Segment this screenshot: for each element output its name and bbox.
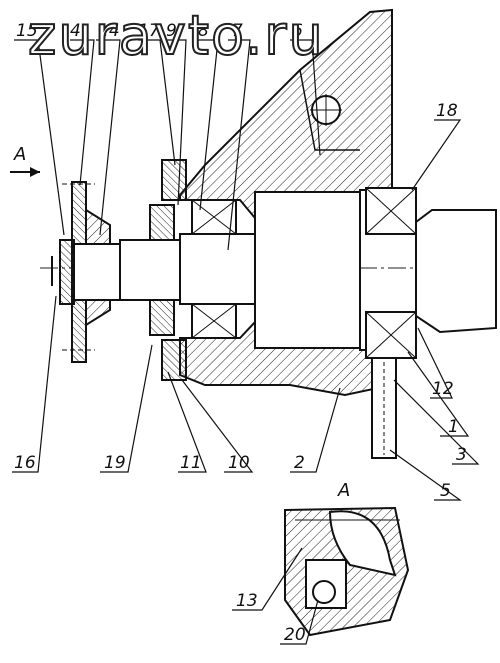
callout-8-upper: 8	[198, 21, 209, 41]
shaft	[51, 191, 361, 349]
right-bearing-top	[365, 187, 417, 235]
impeller	[415, 209, 497, 334]
leader-lines	[12, 39, 480, 645]
callout-19: 19	[104, 453, 126, 473]
left-bearing-top	[191, 199, 237, 235]
callout-1: 1	[448, 417, 459, 437]
callout-2: 2	[294, 453, 305, 473]
callout-9: 9	[166, 21, 177, 41]
callout-17: 17	[138, 21, 160, 41]
pump-housing	[179, 8, 393, 397]
detail-view-a: A	[284, 480, 410, 637]
callout-20: 20	[284, 625, 306, 645]
callout-15: 15	[16, 21, 38, 41]
callout-10: 10	[228, 453, 250, 473]
callout-18: 18	[436, 101, 458, 121]
callout-5: 5	[440, 481, 451, 501]
view-a-label: A	[13, 144, 26, 165]
callout-13: 13	[236, 591, 258, 611]
detail-view-label: A	[337, 480, 350, 501]
callout-4: 4	[70, 21, 81, 41]
callout-6: 6	[292, 21, 303, 41]
callout-12: 12	[432, 379, 454, 399]
callouts: 15 4 14 17 9 8 7 6 18 12 1 3 5 2 10 11 1…	[14, 21, 467, 645]
callout-7: 7	[232, 21, 243, 41]
seal-assembly	[149, 159, 187, 381]
callout-16: 16	[14, 453, 36, 473]
left-bearing-bottom	[191, 303, 237, 339]
callout-11: 11	[180, 453, 202, 473]
view-a-arrow: A	[10, 144, 40, 177]
right-bearing-bottom	[365, 311, 417, 359]
callout-14: 14	[98, 21, 120, 41]
drain-tube	[371, 357, 397, 459]
callout-3: 3	[456, 445, 467, 465]
